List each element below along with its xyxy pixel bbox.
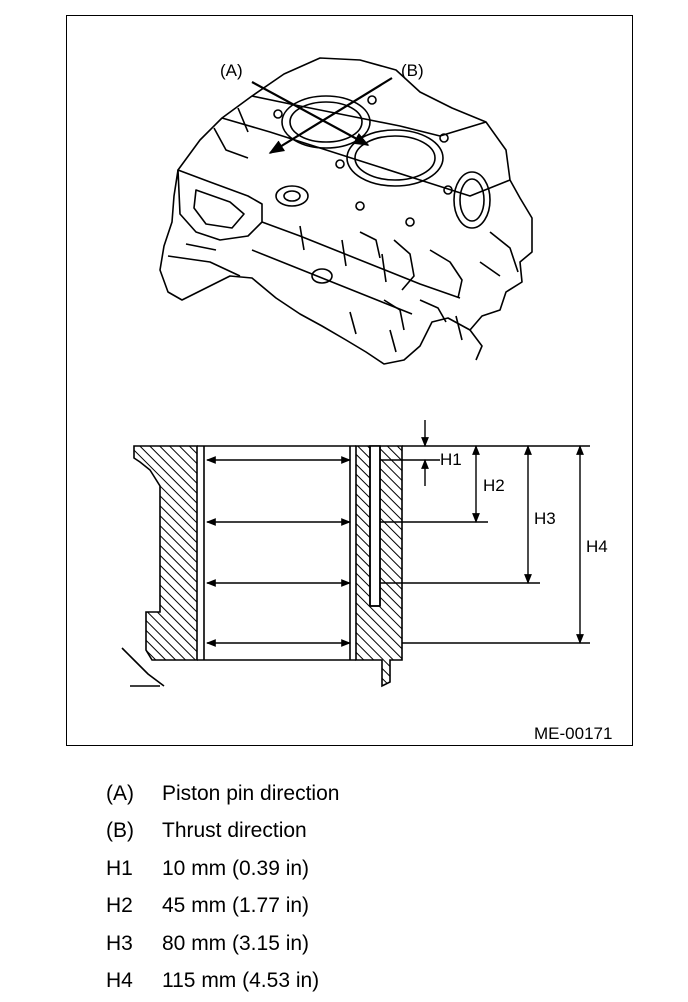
legend-desc: 45 mm (1.77 in) <box>162 894 310 918</box>
legend-item: H1 10 mm (0.39 in) <box>106 850 606 888</box>
legend-item: H3 80 mm (3.15 in) <box>106 925 606 963</box>
legend-desc: 80 mm (3.15 in) <box>162 931 310 955</box>
legend-item: (B) Thrust direction <box>106 813 606 851</box>
legend-item: (A) Piston pin direction <box>106 775 606 813</box>
figure-illustration: (A) (B) H1 <box>121 57 612 743</box>
legend-key: H3 <box>106 931 133 955</box>
legend-key: H2 <box>106 894 133 918</box>
legend-desc: Piston pin direction <box>162 781 340 805</box>
measurement-lines <box>206 445 590 647</box>
legend-key: H1 <box>106 856 133 880</box>
legend-desc: Thrust direction <box>162 819 307 843</box>
callout-a-label: (A) <box>220 61 243 80</box>
callout-b-label: (B) <box>401 61 424 80</box>
dim-h3-label: H3 <box>534 509 556 528</box>
direction-arrows <box>251 77 393 154</box>
cylinder-block-drawing <box>159 57 533 365</box>
dim-h4-label: H4 <box>586 537 608 556</box>
dim-h2-label: H2 <box>483 476 505 495</box>
legend: (A) Piston pin direction (B) Thrust dire… <box>106 775 606 1000</box>
cylinder-liner-section <box>121 445 403 688</box>
dimension-arrows <box>421 420 584 644</box>
dim-h1-label: H1 <box>440 450 462 469</box>
legend-key: (B) <box>106 819 134 843</box>
legend-key: (A) <box>106 781 134 805</box>
legend-desc: 115 mm (4.53 in) <box>162 969 320 993</box>
figure-code: ME-00171 <box>534 724 612 743</box>
legend-key: H4 <box>106 969 133 993</box>
legend-desc: 10 mm (0.39 in) <box>162 856 310 880</box>
legend-item: H4 115 mm (4.53 in) <box>106 963 606 1001</box>
legend-item: H2 45 mm (1.77 in) <box>106 888 606 926</box>
